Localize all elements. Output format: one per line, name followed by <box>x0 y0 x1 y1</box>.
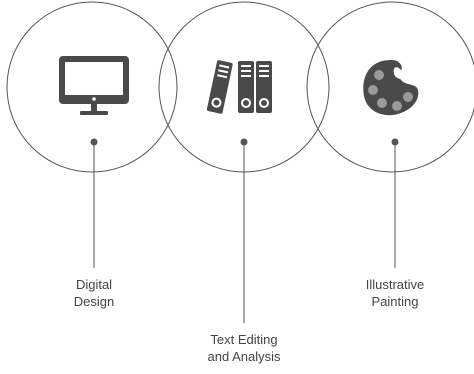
palette-icon <box>363 60 419 116</box>
circle-digital-design <box>6 1 178 173</box>
binders-icon <box>206 60 272 114</box>
label-painting-line1: Illustrative <box>365 277 425 292</box>
label-text-line1: Text Editing <box>210 332 278 347</box>
label-text-line2: and Analysis <box>207 349 281 364</box>
label-painting-line2: Painting <box>371 294 419 309</box>
label-digital-design: Digital Design <box>24 276 164 310</box>
label-illustrative-painting: Illustrative Painting <box>325 276 465 310</box>
label-digital-line2: Design <box>73 294 115 309</box>
circle-illustrative-painting <box>306 1 474 173</box>
label-text-editing: Text Editing and Analysis <box>174 331 314 365</box>
monitor-icon <box>59 56 129 115</box>
label-digital-line1: Digital <box>75 277 113 292</box>
